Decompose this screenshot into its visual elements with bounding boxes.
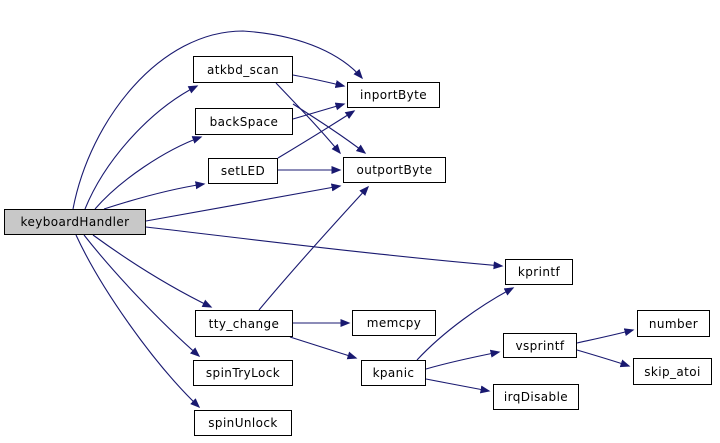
graph-node-label: keyboardHandler: [20, 215, 130, 229]
graph-node-label: inportByte: [360, 88, 427, 102]
graph-node-keyboardHandler: keyboardHandler: [4, 209, 146, 235]
graph-node-label: spinTryLock: [205, 366, 281, 380]
edge-atkbd_scan-to-inportByte: [292, 74, 346, 88]
edge-keyboardHandler-to-setLED: [103, 181, 206, 210]
graph-node-tty_change[interactable]: tty_change: [195, 310, 293, 337]
graph-node-vsprintf[interactable]: vsprintf: [503, 333, 577, 358]
edge-keyboardHandler-to-spinTryLock: [83, 234, 201, 357]
edge-keyboardHandler-to-tty_change: [92, 234, 213, 308]
graph-node-number[interactable]: number: [637, 310, 710, 337]
graph-node-label: number: [648, 316, 699, 331]
edge-keyboardHandler-to-inportByte: [72, 30, 363, 210]
edge-keyboardHandler-to-atkbd_scan: [84, 85, 199, 210]
graph-node-label: backSpace: [209, 114, 279, 129]
edge-vsprintf-to-number: [576, 328, 635, 344]
graph-node-label: vsprintf: [515, 338, 565, 353]
graph-node-label: setLED: [220, 164, 266, 178]
graph-node-label: memcpy: [366, 316, 422, 330]
edge-tty_change-to-kpanic: [289, 336, 358, 360]
graph-node-label: kpanic: [372, 366, 415, 380]
edge-backSpace-to-outportByte: [292, 103, 367, 154]
graph-node-backSpace[interactable]: backSpace: [195, 108, 293, 135]
edge-kpanic-to-kprintf: [416, 287, 515, 361]
edge-keyboardHandler-to-backSpace: [94, 136, 203, 210]
graph-node-label: irqDisable: [503, 390, 569, 404]
graph-node-label: outportByte: [356, 163, 433, 177]
graph-node-spinUnlock[interactable]: spinUnlock: [194, 410, 292, 436]
edge-keyboardHandler-to-spinUnlock: [75, 234, 201, 409]
graph-node-outportByte[interactable]: outportByte: [343, 157, 446, 183]
graph-node-kprintf[interactable]: kprintf: [505, 259, 573, 285]
edge-setLED-to-inportByte: [277, 110, 356, 159]
graph-node-inportByte[interactable]: inportByte: [347, 82, 440, 108]
graph-node-setLED[interactable]: setLED: [208, 158, 278, 184]
edge-kpanic-to-vsprintf: [425, 349, 501, 370]
graph-node-label: skip_atoi: [644, 364, 701, 379]
edge-backSpace-to-inportByte: [292, 102, 346, 120]
graph-node-label: tty_change: [208, 316, 280, 331]
edge-keyboardHandler-to-outportByte: [145, 183, 342, 222]
edge-tty_change-to-outportByte: [258, 185, 370, 311]
edge-kpanic-to-irqDisable: [425, 378, 491, 394]
graph-node-label: spinUnlock: [208, 416, 278, 430]
graph-node-skip_atoi[interactable]: skip_atoi: [633, 358, 712, 385]
graph-node-label: kprintf: [517, 265, 561, 279]
edge-keyboardHandler-to-kprintf: [145, 226, 504, 270]
graph-node-memcpy[interactable]: memcpy: [352, 310, 436, 336]
edge-vsprintf-to-skip_atoi: [576, 349, 631, 368]
graph-node-spinTryLock[interactable]: spinTryLock: [193, 360, 293, 386]
graph-node-label: atkbd_scan: [206, 62, 280, 77]
graph-node-atkbd_scan[interactable]: atkbd_scan: [193, 56, 293, 83]
graph-node-kpanic[interactable]: kpanic: [361, 360, 426, 386]
edge-atkbd_scan-to-outportByte: [275, 82, 341, 155]
graph-node-irqDisable[interactable]: irqDisable: [493, 384, 579, 410]
